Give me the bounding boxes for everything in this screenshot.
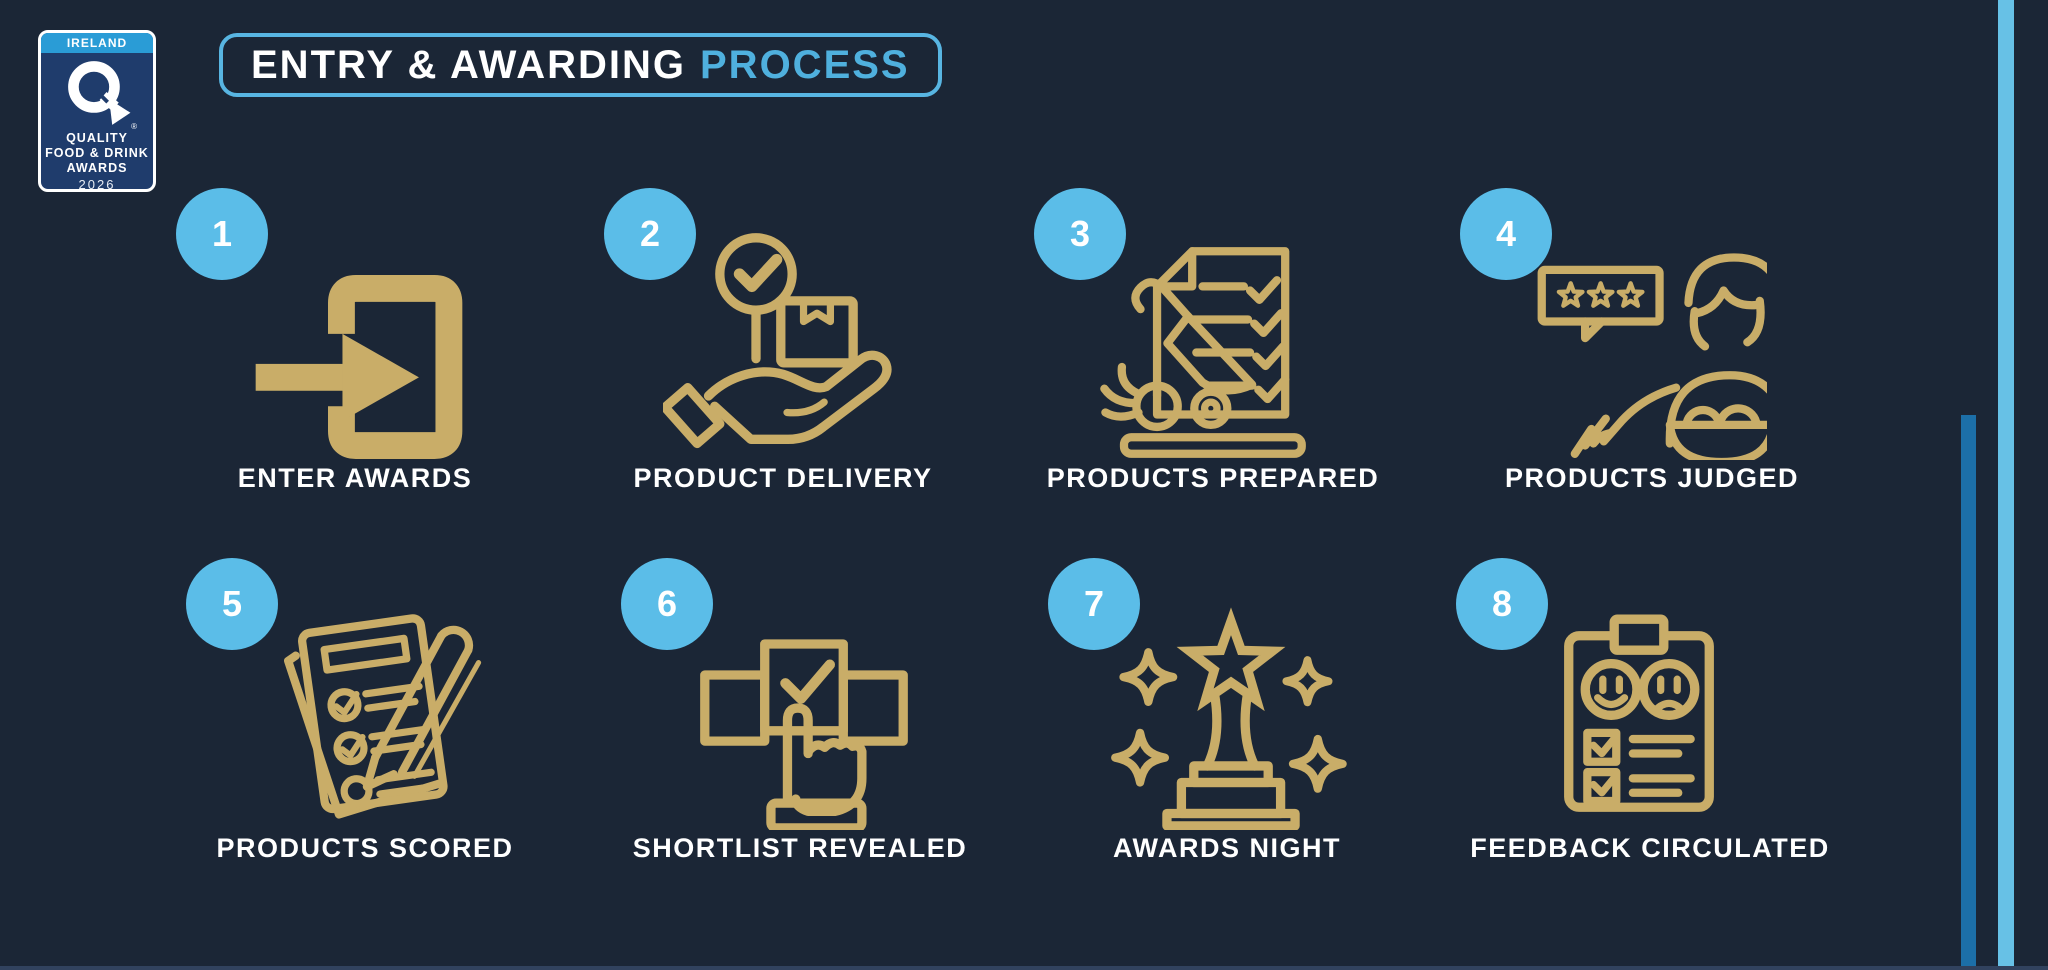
step-number-badge: 3 bbox=[1034, 188, 1126, 280]
step-number-badge: 8 bbox=[1456, 558, 1548, 650]
step-label: PRODUCTS SCORED bbox=[216, 833, 514, 863]
hand-selecting-checkbox-icon bbox=[700, 639, 908, 830]
step-label: PRODUCT DELIVERY bbox=[633, 463, 933, 493]
step-label: SHORTLIST REVEALED bbox=[632, 833, 968, 863]
step-number-badge: 1 bbox=[176, 188, 268, 280]
step-label: ENTER AWARDS bbox=[237, 463, 473, 493]
step-2-product-delivery: 2 PRODUCT DELIVERY bbox=[568, 188, 998, 500]
right-accent-bar-light bbox=[1998, 0, 2014, 970]
step-label: PRODUCTS PREPARED bbox=[1046, 463, 1380, 493]
registered-mark: ® bbox=[131, 122, 137, 131]
bottom-accent-line bbox=[0, 966, 2048, 970]
score-sheet-pen-icon bbox=[284, 614, 482, 819]
logo-awards-line: AWARDS bbox=[66, 161, 128, 175]
step-number-badge: 4 bbox=[1460, 188, 1552, 280]
feedback-clipboard-faces-icon bbox=[1564, 614, 1714, 812]
page-title: ENTRY & AWARDING PROCESS bbox=[219, 33, 942, 97]
title-blue-text: PROCESS bbox=[700, 42, 910, 87]
qfda-logo-badge: IRELAND ® QUALITY FOOD & DRINK AWARDS 20… bbox=[38, 30, 156, 192]
step-1-enter-awards: 1 ENTER AWARDS bbox=[140, 188, 570, 500]
step-label: PRODUCTS JUDGED bbox=[1504, 463, 1800, 493]
hand-delivery-box-check-icon bbox=[663, 233, 892, 449]
logo-food-drink-line: FOOD & DRINK bbox=[45, 146, 149, 160]
step-6-shortlist-revealed: 6 SHORTLIST REVEALED bbox=[585, 558, 1015, 870]
step-8-feedback-circulated: 8 FEEDBACK CIRCULATED bbox=[1420, 558, 1880, 870]
title-white-text: ENTRY & AWARDING bbox=[251, 42, 686, 87]
logo-year: 2026 bbox=[78, 177, 116, 192]
right-accent-bar-dark bbox=[1961, 415, 1976, 970]
step-3-products-prepared: 3 PRODUCTS PREPARED bbox=[998, 188, 1428, 500]
logo-quality-line: QUALITY bbox=[66, 131, 128, 145]
step-number-badge: 6 bbox=[621, 558, 713, 650]
step-7-awards-night: 7 AWARDS NIGHT bbox=[1012, 558, 1442, 870]
enter-door-arrow-icon bbox=[255, 275, 463, 459]
step-number-badge: 7 bbox=[1048, 558, 1140, 650]
step-label: FEEDBACK CIRCULATED bbox=[1470, 833, 1830, 863]
step-number-badge: 5 bbox=[186, 558, 278, 650]
checklist-knife-vegetables-icon bbox=[1100, 247, 1306, 458]
star-trophy-sparkles-icon bbox=[1107, 607, 1355, 830]
step-number-badge: 2 bbox=[604, 188, 696, 280]
step-5-products-scored: 5 PRODUCTS SCORED bbox=[150, 558, 580, 870]
q-monogram-icon: ® bbox=[55, 55, 139, 131]
step-label: AWARDS NIGHT bbox=[1112, 833, 1341, 863]
step-4-products-judged: 4 PRODUCTS JUDGED bbox=[1424, 188, 1880, 500]
logo-country-band: IRELAND bbox=[41, 33, 153, 53]
judge-tasting-star-rating-icon bbox=[1537, 253, 1767, 460]
